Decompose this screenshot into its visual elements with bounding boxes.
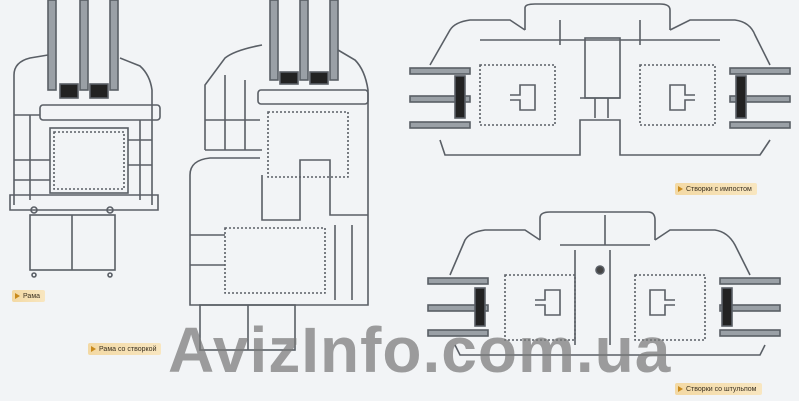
- label-frame-with-sash: Рама со створкой: [88, 343, 162, 355]
- arrow-icon: [678, 386, 683, 392]
- label-sash-with-shtulp: Створки со штульпом: [675, 383, 762, 395]
- label-sash-with-mullion: Створки с импостом: [675, 183, 757, 195]
- label-frame: Рама: [12, 290, 46, 302]
- frame-with-sash-profile-drawing: [189, 0, 369, 351]
- arrow-icon: [678, 186, 683, 192]
- arrow-icon: [91, 346, 96, 352]
- label-sash-with-shtulp-text: Створки со штульпом: [686, 385, 757, 393]
- frame-profile-drawing: [9, 0, 161, 278]
- sash-with-mullion-profile-drawing: [409, 3, 791, 156]
- label-frame-with-sash-text: Рама со створкой: [99, 345, 157, 353]
- arrow-icon: [15, 293, 20, 299]
- label-sash-with-mullion-text: Створки с импостом: [686, 185, 752, 193]
- watermark: AvizInfo.com.ua: [168, 314, 672, 386]
- sash-with-shtulp-profile-drawing: [427, 211, 781, 356]
- label-frame-text: Рама: [23, 292, 41, 300]
